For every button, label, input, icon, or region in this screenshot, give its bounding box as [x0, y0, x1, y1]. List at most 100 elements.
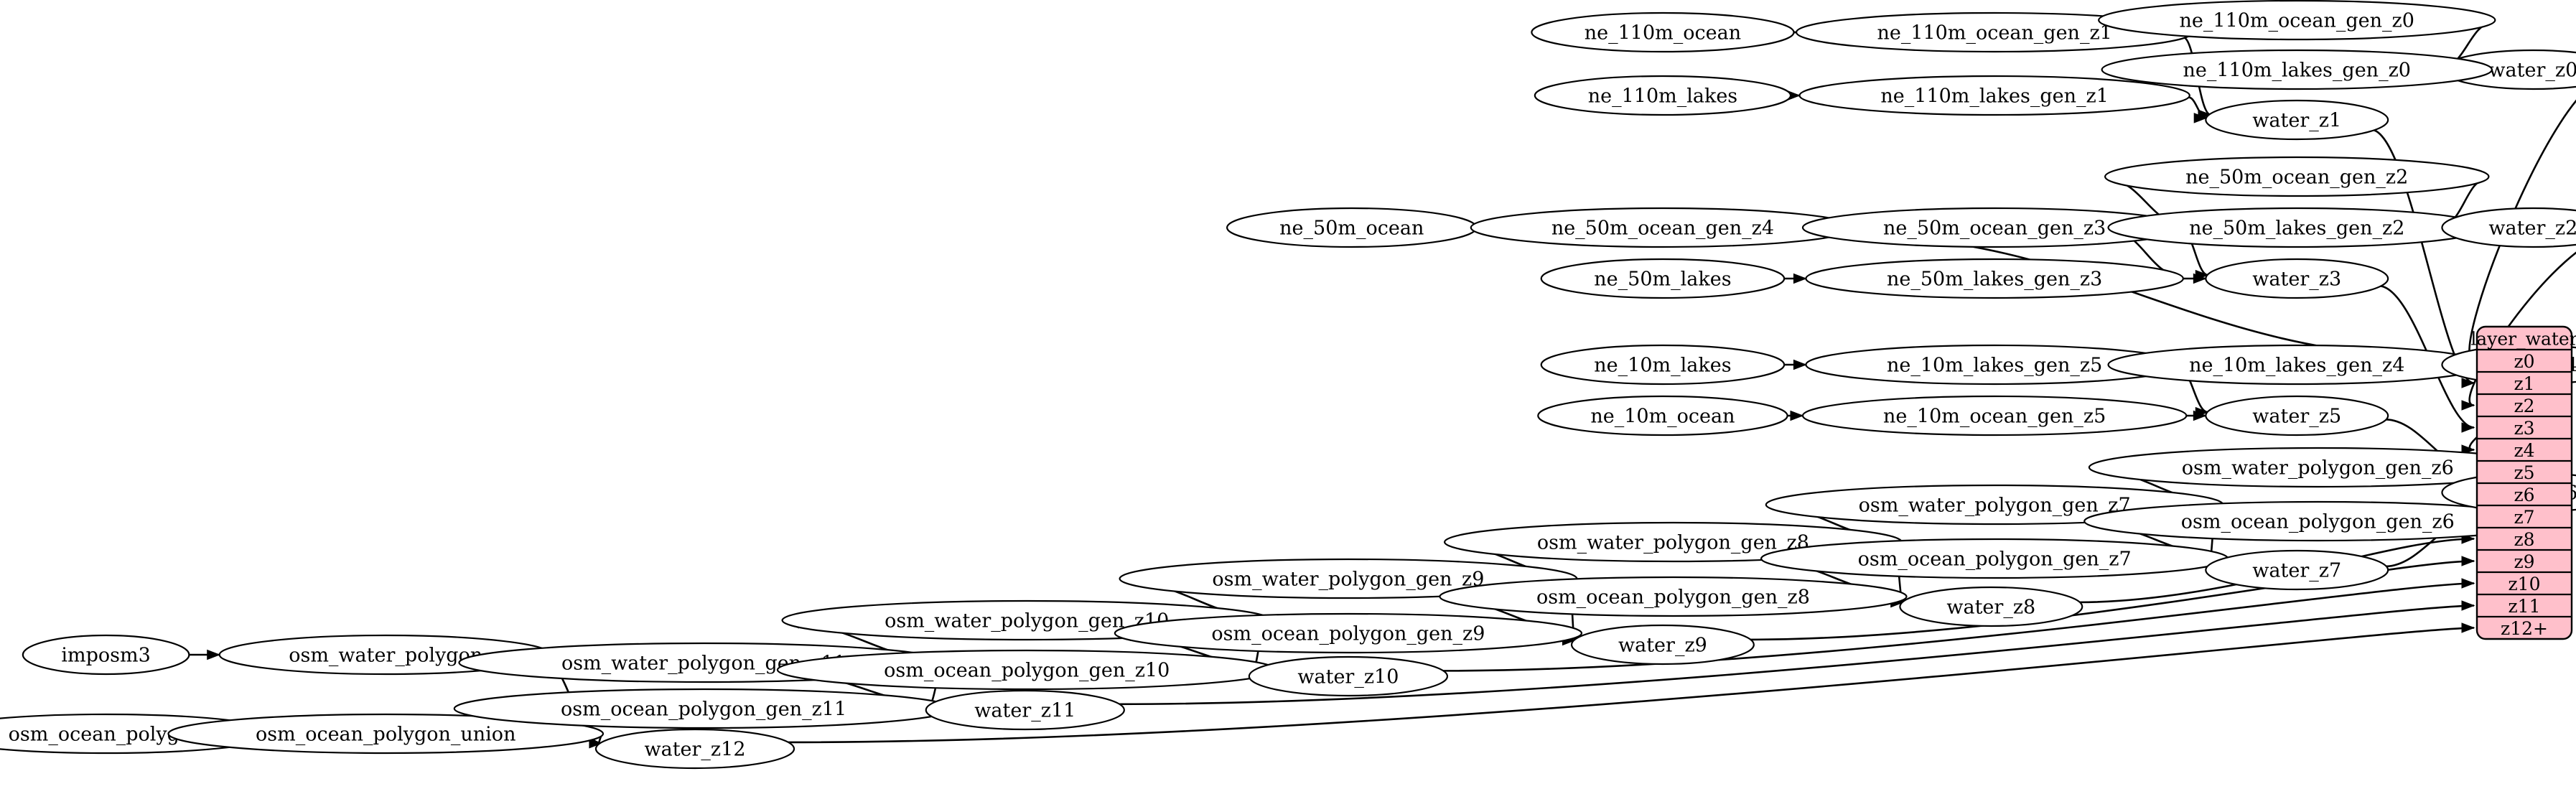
node-shape	[2101, 49, 2493, 90]
node-osm_ocean_polygon_gen_z8[interactable]: osm_ocean_polygon_gen_z8	[1439, 576, 1908, 617]
table-row-z5[interactable]: z5	[2514, 462, 2534, 483]
node-label: ne_50m_lakes_gen_z2	[2189, 218, 2404, 240]
table-row-z11[interactable]: z11	[2509, 596, 2541, 617]
arrowhead-icon	[2193, 273, 2207, 284]
node-osm_ocean_polygon_gen_z10[interactable]: osm_ocean_polygon_gen_z10	[776, 649, 1277, 691]
node-water_z11[interactable]: water_z11	[925, 689, 1125, 731]
node-label: water_z11	[974, 700, 1075, 722]
table-row-z8[interactable]: z8	[2514, 529, 2534, 550]
edge-water_z10-to-layer_water_z10	[1442, 582, 2475, 672]
node-ne_110m_lakes_gen_z0[interactable]: ne_110m_lakes_gen_z0	[2101, 49, 2493, 90]
node-shape	[1439, 576, 1908, 617]
node-shape	[1248, 655, 1449, 697]
node-ne_50m_ocean_gen_z2[interactable]: ne_50m_ocean_gen_z2	[2104, 156, 2490, 197]
arrowhead-icon	[1793, 273, 1807, 284]
node-shape	[594, 728, 795, 770]
arrowhead-icon	[2461, 622, 2475, 633]
table-row-z10[interactable]: z10	[2509, 574, 2541, 594]
node-shape	[1534, 75, 1792, 116]
node-label: osm_ocean_polygon_gen_z7	[1858, 548, 2132, 571]
node-water_z7[interactable]: water_z7	[2205, 549, 2389, 591]
node-osm_water_polygon_gen_z6[interactable]: osm_water_polygon_gen_z6	[2088, 447, 2547, 488]
node-shape	[1540, 344, 1786, 386]
node-ne_50m_lakes_gen_z3[interactable]: ne_50m_lakes_gen_z3	[1805, 258, 2184, 299]
arrowhead-icon	[2461, 378, 2475, 388]
node-shape	[1801, 395, 2188, 436]
table-row-z9[interactable]: z9	[2514, 551, 2534, 572]
node-label: water_z12	[644, 739, 745, 761]
arrowhead-icon	[2461, 556, 2475, 566]
node-ne_110m_lakes[interactable]: ne_110m_lakes	[1534, 75, 1792, 116]
node-label: osm_water_polygon_gen_z9	[1212, 569, 1484, 591]
node-label: ne_50m_lakes_gen_z3	[1887, 269, 2102, 291]
node-shape	[1540, 258, 1786, 299]
node-water_z9[interactable]: water_z9	[1570, 624, 1755, 666]
node-shape	[1570, 624, 1755, 666]
node-shape	[2205, 258, 2389, 299]
node-ne_10m_ocean[interactable]: ne_10m_ocean	[1537, 395, 1788, 436]
arrowhead-icon	[589, 738, 603, 749]
node-ne_50m_lakes_gen_z2[interactable]: ne_50m_lakes_gen_z2	[2107, 207, 2487, 248]
table-row-z4[interactable]: z4	[2514, 440, 2534, 461]
node-label: ne_110m_lakes	[1588, 85, 1737, 108]
node-shape	[1899, 586, 2083, 627]
node-water_z2[interactable]: water_z2	[2441, 207, 2576, 248]
node-label: osm_ocean_polygon_union	[256, 724, 515, 746]
node-label: water_z8	[1946, 597, 2035, 619]
table-row-z0[interactable]: z0	[2514, 351, 2534, 372]
arrowhead-icon	[2193, 410, 2207, 421]
node-label: ne_10m_ocean	[1590, 406, 1735, 428]
node-osm_ocean_polygon_gen_z11[interactable]: osm_ocean_polygon_gen_z11	[453, 688, 954, 729]
table-row-z7[interactable]: z7	[2514, 507, 2534, 528]
node-label: ne_10m_lakes	[1594, 355, 1731, 377]
node-osm_ocean_polygon_union[interactable]: osm_ocean_polygon_union	[167, 713, 605, 755]
node-ne_10m_ocean_gen_z5[interactable]: ne_10m_ocean_gen_z5	[1801, 395, 2188, 436]
table-row-z12plus[interactable]: z12+	[2501, 618, 2548, 639]
table-row-z1[interactable]: z1	[2514, 373, 2534, 394]
node-water_z0[interactable]: water_z0	[2441, 49, 2576, 90]
node-water_z3[interactable]: water_z3	[2205, 258, 2389, 299]
arrowhead-icon	[207, 649, 221, 660]
node-shape	[22, 634, 190, 676]
node-ne_10m_lakes_gen_z5[interactable]: ne_10m_lakes_gen_z5	[1805, 344, 2184, 386]
node-label: ne_10m_ocean_gen_z5	[1883, 406, 2106, 428]
arrowhead-icon	[2461, 578, 2475, 589]
table-row-z3[interactable]: z3	[2514, 418, 2534, 439]
node-label: ne_110m_lakes_gen_z1	[1880, 85, 2109, 108]
node-water_z5[interactable]: water_z5	[2205, 395, 2389, 436]
node-label: ne_10m_lakes_gen_z5	[1887, 355, 2102, 377]
edge-water_z12-to-layer_water_z12_	[785, 627, 2475, 744]
node-ne_50m_ocean_gen_z4[interactable]: ne_50m_ocean_gen_z4	[1470, 207, 1856, 248]
node-osm_ocean_polygon_gen_z9[interactable]: osm_ocean_polygon_gen_z9	[1114, 612, 1583, 654]
node-ne_110m_lakes_gen_z1[interactable]: ne_110m_lakes_gen_z1	[1798, 75, 2190, 116]
node-shape	[2441, 207, 2576, 248]
node-label: osm_water_polygon	[289, 645, 482, 667]
node-label: osm_ocean_polygon_gen_z9	[1211, 623, 1485, 645]
node-ne_50m_lakes[interactable]: ne_50m_lakes	[1540, 258, 1786, 299]
node-ne_10m_lakes[interactable]: ne_10m_lakes	[1540, 344, 1786, 386]
node-osm_ocean_polygon_gen_z7[interactable]: osm_ocean_polygon_gen_z7	[1760, 538, 2229, 579]
node-ne_110m_ocean[interactable]: ne_110m_ocean	[1531, 11, 1795, 53]
node-water_z12[interactable]: water_z12	[594, 728, 795, 770]
node-water_z10[interactable]: water_z10	[1248, 655, 1449, 697]
node-shape	[2098, 0, 2496, 41]
table-row-z2[interactable]: z2	[2514, 396, 2534, 416]
node-water_z8[interactable]: water_z8	[1899, 586, 2083, 627]
node-shape	[2104, 156, 2490, 197]
arrowhead-icon	[1793, 359, 1807, 370]
node-imposm3[interactable]: imposm3	[22, 634, 190, 676]
node-water_z1[interactable]: water_z1	[2205, 99, 2389, 141]
node-osm_ocean_polygon_gen_z6[interactable]: osm_ocean_polygon_gen_z6	[2083, 500, 2552, 542]
node-shape	[167, 713, 605, 755]
node-ne_10m_lakes_gen_z4[interactable]: ne_10m_lakes_gen_z4	[2107, 344, 2487, 386]
node-label: ne_110m_ocean	[1585, 22, 1741, 45]
node-label: osm_ocean_polygon_gen_z10	[884, 660, 1170, 682]
node-ne_110m_ocean_gen_z1[interactable]: ne_110m_ocean_gen_z1	[1795, 11, 2194, 53]
table-row-z6[interactable]: z6	[2514, 485, 2534, 505]
node-ne_50m_ocean[interactable]: ne_50m_ocean	[1226, 207, 1478, 248]
node-ne_110m_ocean_gen_z0[interactable]: ne_110m_ocean_gen_z0	[2098, 0, 2496, 41]
node-label: water_z3	[2252, 269, 2341, 291]
node-shape	[1798, 75, 2190, 116]
